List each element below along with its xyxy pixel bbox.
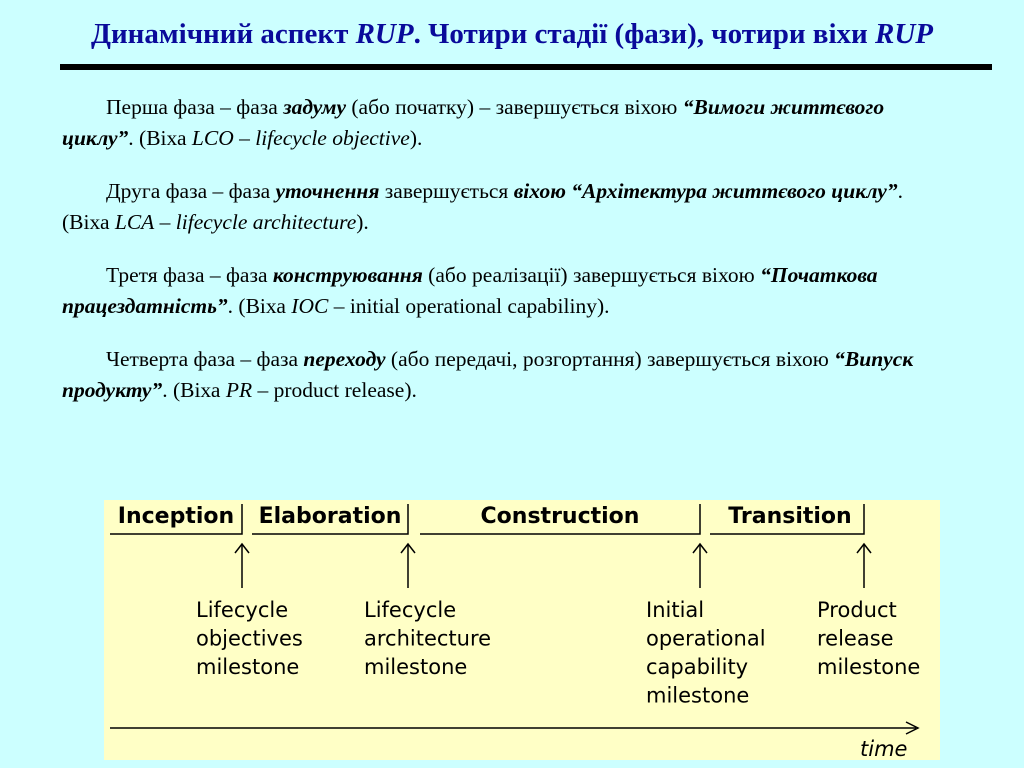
text-run: Третя фаза – фаза xyxy=(106,263,273,287)
time-axis-label: time xyxy=(860,737,907,760)
paragraph-4: Четверта фаза – фаза переходу (або перед… xyxy=(62,344,932,406)
phase-bracket xyxy=(710,504,865,535)
text-run: LCO xyxy=(191,126,234,150)
milestone-label-1: Lifecycle xyxy=(196,598,288,622)
milestone-arrow-head xyxy=(400,542,416,554)
text-run: Четверта фаза – фаза xyxy=(106,347,304,371)
text-run: ). xyxy=(409,126,423,150)
text-run: завершується xyxy=(379,179,514,203)
milestone-label-4: release xyxy=(817,627,894,651)
text-run: IOC xyxy=(291,294,329,318)
title-part: Динамічний аспект xyxy=(91,18,356,50)
text-run: “Випуск продукту” xyxy=(62,347,914,402)
milestone-label-3: Initial xyxy=(646,598,704,622)
text-run: . (Віха xyxy=(162,378,226,402)
text-run: (або початку) – завершується віхою xyxy=(346,95,683,119)
text-run: Друга фаза – фаза xyxy=(106,179,276,203)
text-run: LCA xyxy=(114,210,155,234)
milestone-label-1: milestone xyxy=(196,655,299,679)
slide-title: Динамічний аспект RUP. Чотири стадії (фа… xyxy=(0,18,1024,51)
slide-body: Перша фаза – фаза задуму (або початку) –… xyxy=(62,92,932,428)
text-run: PR xyxy=(225,378,253,402)
text-run: конструювання xyxy=(272,263,423,287)
phase-bracket xyxy=(420,504,701,535)
time-axis-arrowhead xyxy=(905,721,920,735)
milestone-label-3: operational xyxy=(646,627,766,651)
paragraph-1: Перша фаза – фаза задуму (або початку) –… xyxy=(62,92,932,154)
milestone-arrow-head xyxy=(692,542,708,554)
milestone-label-1: objectives xyxy=(196,627,303,651)
phase-bracket xyxy=(252,504,409,535)
text-run: задуму xyxy=(283,95,346,119)
text-run: – initial operational capabiliny). xyxy=(328,294,610,318)
text-run: . (Віха xyxy=(128,126,192,150)
milestone-label-3: milestone xyxy=(646,684,749,708)
text-run: переходу xyxy=(303,347,386,371)
milestone-arrow-head xyxy=(234,542,250,554)
milestone-label-2: milestone xyxy=(364,655,467,679)
text-run: – xyxy=(154,210,176,234)
title-part-rup: RUP xyxy=(874,18,933,50)
text-run: ). xyxy=(356,210,369,234)
text-run: – xyxy=(233,126,256,150)
milestone-label-4: Product xyxy=(817,598,897,622)
phase-label-construction: Construction xyxy=(481,504,640,529)
paragraph-2: Друга фаза – фаза уточнення завершується… xyxy=(62,176,932,238)
text-run: . (Віха xyxy=(227,294,292,318)
text-run: (або передачі, розгортання) завершується… xyxy=(385,347,835,371)
text-run: уточнення xyxy=(275,179,380,203)
milestone-arrow-head xyxy=(856,542,872,554)
text-run: Перша фаза – фаза xyxy=(106,95,284,119)
milestone-label-4: milestone xyxy=(817,655,920,679)
phases-timeline-svg: Inception Elaboration Construction Transiti… xyxy=(110,504,920,760)
text-run: lifecycle objective xyxy=(255,126,410,150)
milestone-label-3: capability xyxy=(646,655,748,679)
text-run: “Вимоги життєвого циклу” xyxy=(62,95,885,150)
paragraph-3: Третя фаза – фаза конструювання (або реа… xyxy=(62,260,932,322)
text-run: . (Віха xyxy=(62,179,903,234)
phase-label-inception: Inception xyxy=(118,504,234,529)
title-part-rup: RUP xyxy=(355,18,414,50)
phase-label-elaboration: Elaboration xyxy=(259,504,402,529)
text-run: (або реалізації) завершується віхою xyxy=(422,263,761,287)
rup-phases-diagram: Inception Elaboration Construction Transiti… xyxy=(104,500,940,760)
milestone-label-2: Lifecycle xyxy=(364,598,456,622)
phase-label-transition: Transition xyxy=(728,504,851,529)
milestone-label-2: architecture xyxy=(364,627,491,651)
text-run: “Початкова працездатність” xyxy=(62,263,878,318)
phase-bracket xyxy=(110,504,243,535)
text-run: віхою “Архітектура життєвого циклу” xyxy=(513,179,898,203)
title-underline xyxy=(60,64,992,70)
text-run: – product release). xyxy=(252,378,417,402)
text-run: lifecycle architecture xyxy=(175,210,357,234)
title-part: . Чотири стадії (фази), чотири віхи xyxy=(413,18,875,50)
